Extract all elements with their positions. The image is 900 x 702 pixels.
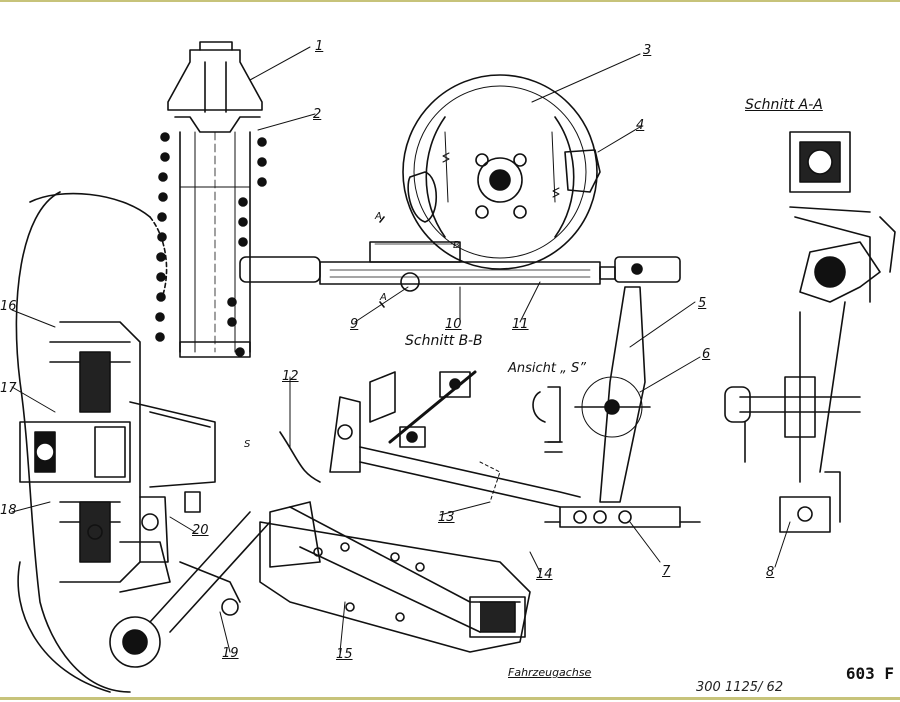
brake-drum (402, 74, 601, 270)
section-mark-a: A (374, 211, 382, 222)
hub-assembly (19, 321, 216, 593)
callout-3: 3 (643, 43, 652, 58)
control-arm-plate (259, 501, 531, 653)
section-mark-b: B (453, 240, 460, 251)
callout-8: 8 (766, 565, 775, 580)
spring-coils (155, 132, 267, 357)
view-s-title: Ansicht „ S” (508, 361, 586, 376)
view-s-detail (532, 386, 563, 453)
sheet-number: 603 F (845, 664, 894, 683)
section-mark-a-lower: A (379, 292, 387, 303)
callout-15: 15 (336, 647, 353, 662)
callout-14: 14 (536, 567, 553, 582)
shock-absorber: A (239, 211, 681, 308)
callout-4: 4 (636, 118, 645, 133)
callout-19: 19 (222, 646, 239, 661)
lower-arm (279, 396, 581, 508)
section-b-title: Schnitt B-B (405, 333, 483, 349)
callout-11: 11 (512, 317, 529, 332)
wheel-outline (15, 191, 168, 693)
callout-16: 16 (0, 299, 17, 314)
callout-6: 6 (702, 347, 711, 362)
spring-strut (155, 41, 267, 358)
callout-2: 2 (313, 107, 322, 122)
leader-lines (11, 46, 791, 653)
steering-arm (544, 286, 701, 528)
tie-rod (109, 511, 271, 668)
callout-5: 5 (698, 296, 707, 311)
callout-17: 17 (0, 381, 17, 396)
section-a-detail (724, 131, 896, 533)
callout-7: 7 (662, 564, 671, 579)
section-mark-s: S (244, 439, 251, 450)
callout-10: 10 (445, 317, 462, 332)
section-b-detail (369, 370, 477, 448)
document-number: 300 1125/ 62 (696, 680, 784, 695)
drawing-title: Fahrzeugachse (508, 666, 592, 679)
callout-20: 20 (192, 523, 209, 538)
section-a-title: Schnitt A-A (745, 97, 823, 113)
callout-12: 12 (282, 369, 299, 384)
callout-13: 13 (438, 510, 455, 525)
callout-1: 1 (315, 39, 324, 54)
callout-18: 18 (0, 503, 17, 518)
callout-9: 9 (350, 317, 359, 332)
